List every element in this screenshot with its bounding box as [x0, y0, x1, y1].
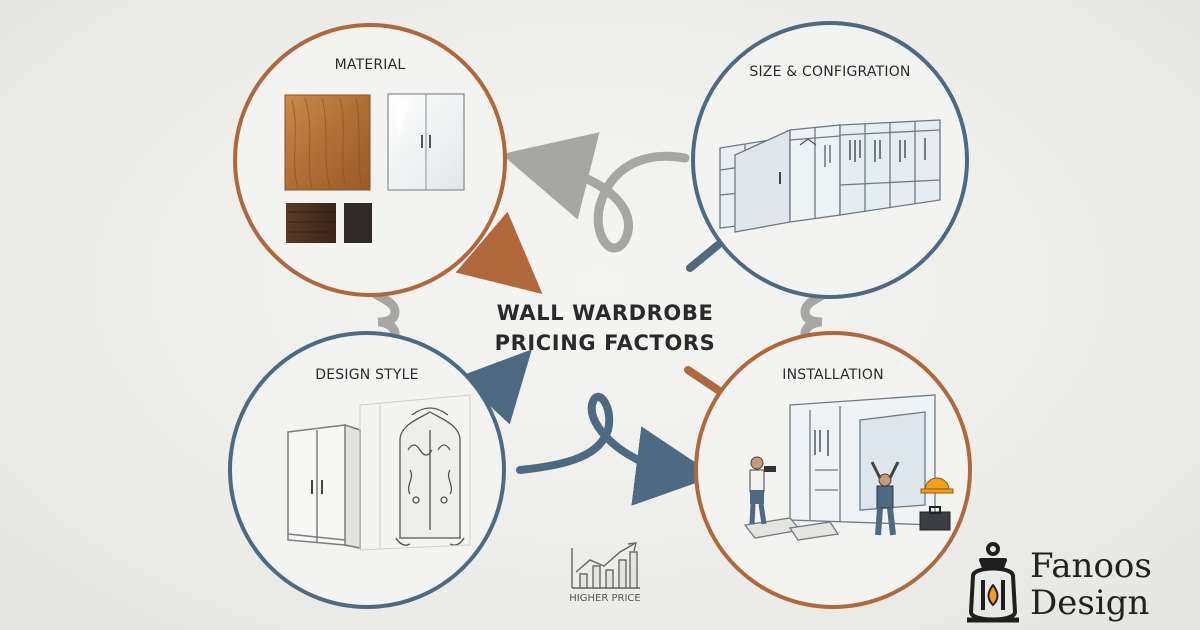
worker-with-panel-icon: [870, 461, 900, 536]
brand-name-line-1: Fanoos: [1030, 546, 1152, 586]
lantern-icon: [967, 542, 1019, 623]
title-line-1: WALL WARDROBE: [496, 301, 714, 325]
connector-blue-size: [686, 241, 722, 272]
arrow-blue-bottom: [631, 426, 716, 506]
title-line-2: PRICING FACTORS: [494, 331, 716, 355]
l-shaped-wardrobe-icon: [719, 119, 941, 233]
connector-orange-material: [455, 211, 543, 294]
page-title: WALL WARDROBE PRICING FACTORS: [450, 298, 760, 358]
design-style-label: DESIGN STYLE: [315, 367, 419, 383]
hard-hat-icon: [920, 477, 954, 494]
material-label: MATERIAL: [334, 57, 406, 73]
arrow-grey-top: [501, 132, 600, 220]
sketch-background-icon: [359, 394, 471, 551]
connector-blue-loop-bottom: [516, 393, 672, 474]
connector-orange-install: [684, 366, 722, 394]
worker-with-drill-icon: [749, 456, 776, 525]
higher-price-label: HIGHER PRICE: [569, 593, 641, 604]
black-laminate-swatch-icon: [344, 203, 372, 243]
connector-grey-loop-top: [555, 151, 690, 253]
toolbox-icon: [919, 506, 951, 531]
oak-wood-swatch-icon: [284, 94, 371, 191]
installation-label: INSTALLATION: [782, 367, 884, 383]
installation-scene-icon: [743, 394, 936, 541]
modern-wardrobe-icon: [287, 423, 361, 549]
white-gloss-door-swatch-icon: [387, 93, 465, 191]
bar-chart-trend-icon: [571, 542, 640, 589]
brand-name-line-2: Design: [1030, 583, 1150, 623]
walnut-swatch-icon: [286, 203, 336, 243]
brand-logo: Fanoos Design: [1030, 548, 1152, 622]
size-configuration-label: SIZE & CONFIGRATION: [749, 64, 911, 80]
ornate-armoire-icon: [395, 407, 465, 546]
